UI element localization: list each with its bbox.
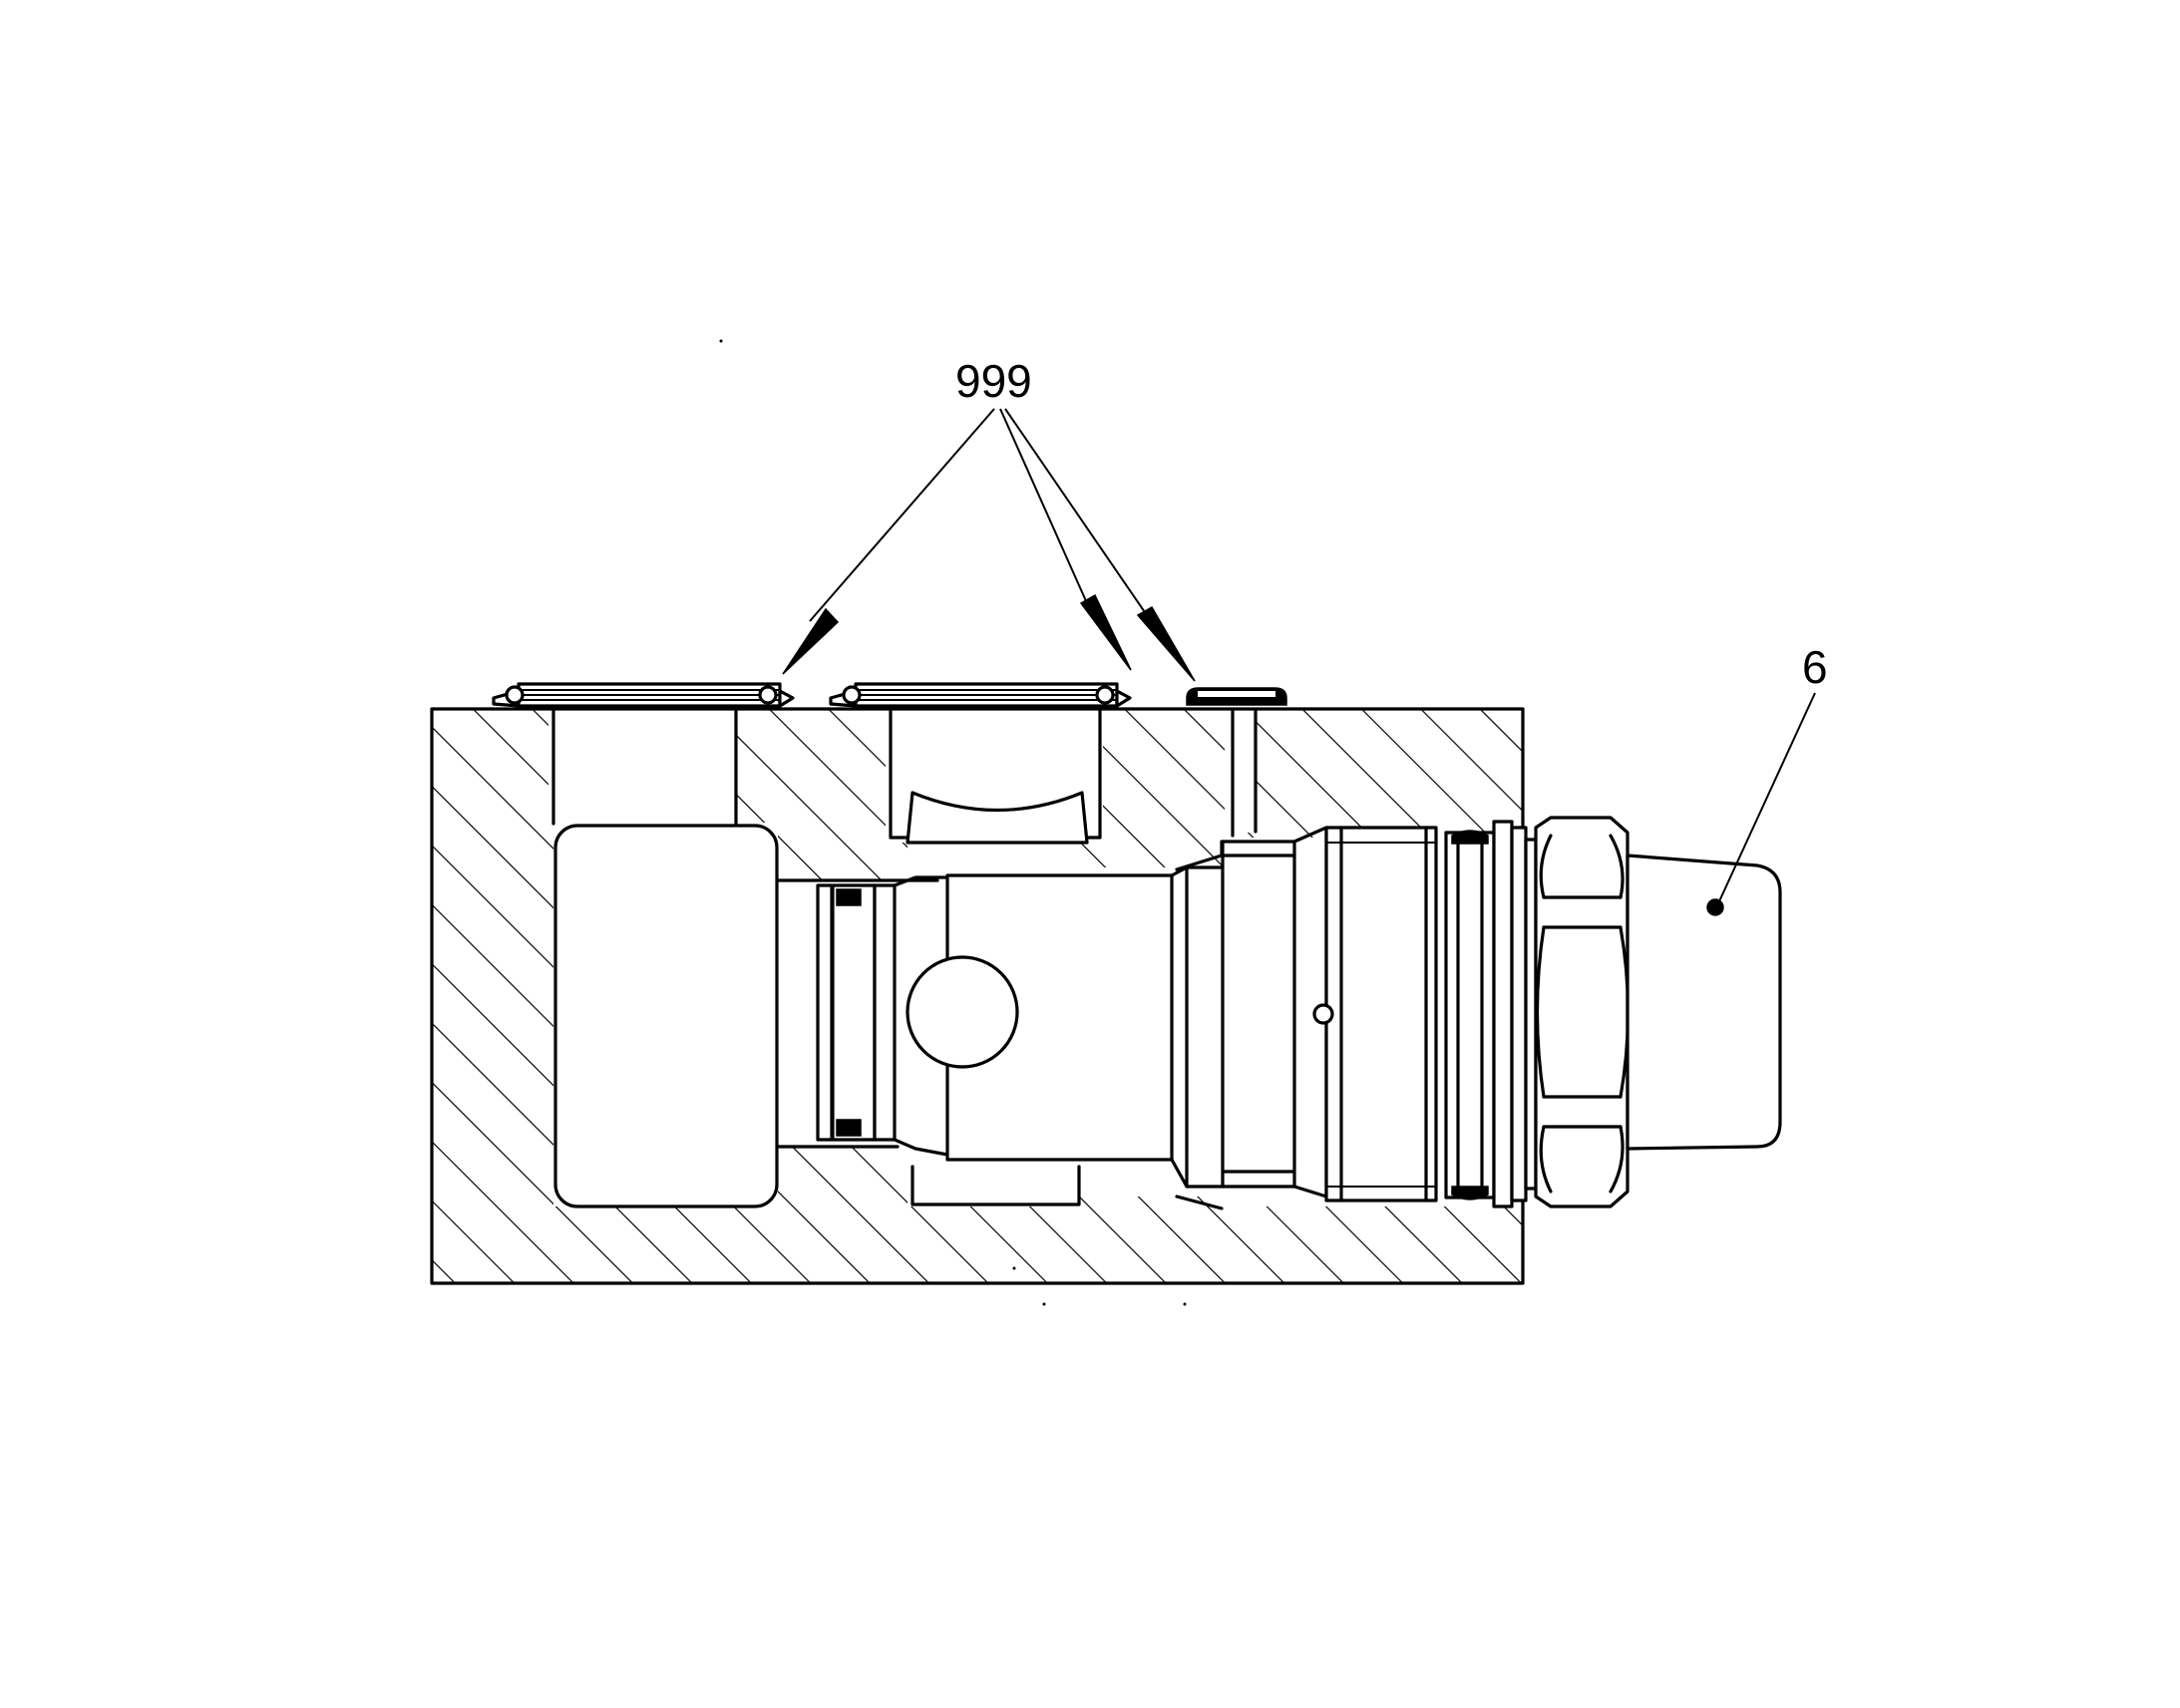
top-seal-left xyxy=(492,682,795,708)
hex-nut xyxy=(1524,816,1631,1208)
top-seal-middle xyxy=(829,682,1132,708)
oring-seal xyxy=(836,888,862,906)
scan-specks xyxy=(719,339,1187,1306)
end-plug-left xyxy=(553,824,779,1208)
spool xyxy=(906,791,1225,1189)
callout-dot xyxy=(1706,898,1724,916)
callout-6-leader xyxy=(1718,692,1816,902)
top-seal-plug xyxy=(1186,687,1287,706)
check-ball xyxy=(906,955,1019,1069)
callout-label-6: 6 xyxy=(1802,641,1828,693)
oring-seal xyxy=(836,1119,862,1137)
cartridge-body xyxy=(1221,820,1528,1208)
callout-999-leaders xyxy=(782,408,1196,682)
poppet-seat xyxy=(816,875,949,1157)
callout-label-999: 999 xyxy=(955,355,1032,407)
cartridge-cap xyxy=(1626,854,1782,1151)
